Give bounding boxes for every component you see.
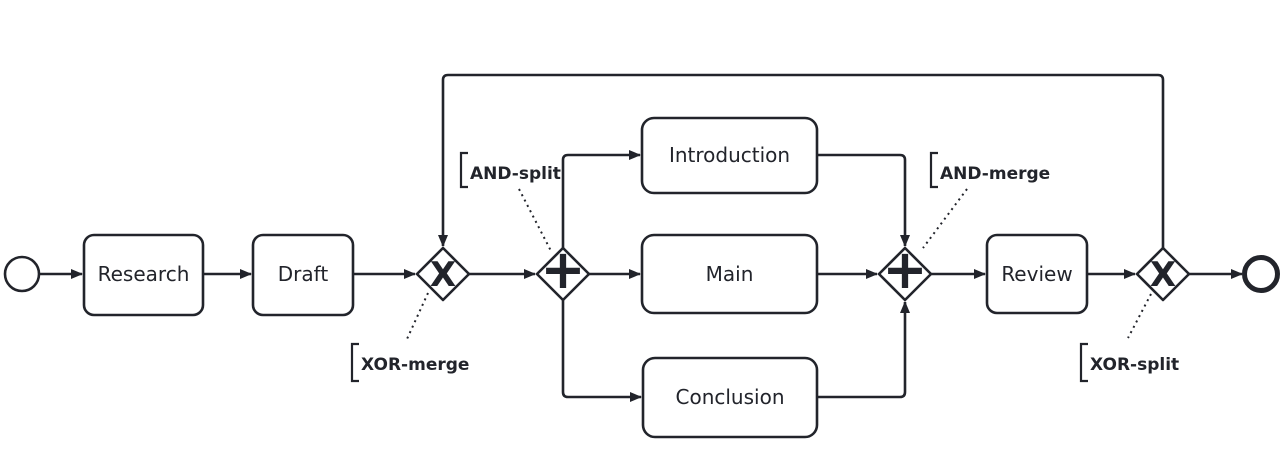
task-research[interactable]: Research: [82, 233, 205, 317]
task-main-shape[interactable]: [640, 233, 819, 315]
task-introduction[interactable]: Introduction: [640, 116, 819, 195]
end-event[interactable]: [1242, 255, 1280, 293]
flow-and-split-to-introduction: [561, 150, 641, 248]
task-main[interactable]: Main: [640, 233, 819, 315]
xor-gateway-icon: X: [1150, 255, 1176, 295]
task-conclusion-label: Conclusion: [676, 385, 785, 409]
annotation-xor-split-label: XOR-split: [1090, 355, 1179, 375]
task-review-shape[interactable]: [985, 233, 1089, 315]
sequence-flows: [40, 73, 1243, 402]
annotation-connector: [406, 292, 429, 340]
gateway-and-split-shape[interactable]: [535, 246, 591, 302]
task-conclusion-shape[interactable]: [641, 356, 819, 439]
bracket-icon: [929, 151, 938, 189]
gateway-and-split[interactable]: +: [535, 238, 591, 302]
task-research-label: Research: [98, 262, 190, 286]
task-draft[interactable]: Draft: [251, 233, 355, 317]
annotation-and-split: AND-split: [459, 151, 561, 252]
flow-conclusion-to-and-merge: [817, 301, 910, 399]
flow-introduction-to-and-merge: [817, 153, 910, 247]
bracket-icon: [1079, 342, 1088, 383]
annotation-and-split-label: AND-split: [470, 164, 561, 184]
task-introduction-shape[interactable]: [640, 116, 819, 195]
flow-loopback-xor-split-to-xor-merge: [438, 73, 1165, 248]
annotation-connector: [922, 188, 968, 249]
annotation-xor-split: XOR-split: [1079, 293, 1179, 383]
and-gateway-icon: +: [540, 238, 585, 301]
bracket-icon: [350, 342, 359, 383]
flow-and-split-to-conclusion: [561, 300, 642, 402]
annotation-connector: [1127, 293, 1152, 339]
gateway-xor-merge[interactable]: X: [415, 246, 471, 302]
task-introduction-label: Introduction: [669, 143, 790, 167]
task-draft-shape[interactable]: [251, 233, 355, 317]
task-review[interactable]: Review: [985, 233, 1089, 315]
task-research-shape[interactable]: [82, 233, 205, 317]
gateway-xor-split[interactable]: X: [1135, 246, 1191, 302]
task-draft-label: Draft: [278, 262, 329, 286]
annotation-xor-merge-label: XOR-merge: [361, 355, 469, 375]
gateway-xor-merge-shape[interactable]: [415, 246, 471, 302]
task-conclusion[interactable]: Conclusion: [641, 356, 819, 439]
annotation-xor-merge: XOR-merge: [350, 292, 469, 383]
task-review-label: Review: [1001, 262, 1072, 286]
task-main-label: Main: [706, 262, 754, 286]
start-event[interactable]: [3, 255, 41, 293]
gateway-and-merge[interactable]: +: [877, 238, 933, 302]
bracket-icon: [459, 151, 468, 189]
gateway-xor-split-shape[interactable]: [1135, 246, 1191, 302]
xor-gateway-icon: X: [430, 255, 456, 295]
and-gateway-icon: +: [882, 238, 927, 301]
annotation-and-merge-label: AND-merge: [940, 164, 1050, 184]
annotation-and-merge: AND-merge: [922, 151, 1050, 249]
gateway-and-merge-shape[interactable]: [877, 246, 933, 302]
